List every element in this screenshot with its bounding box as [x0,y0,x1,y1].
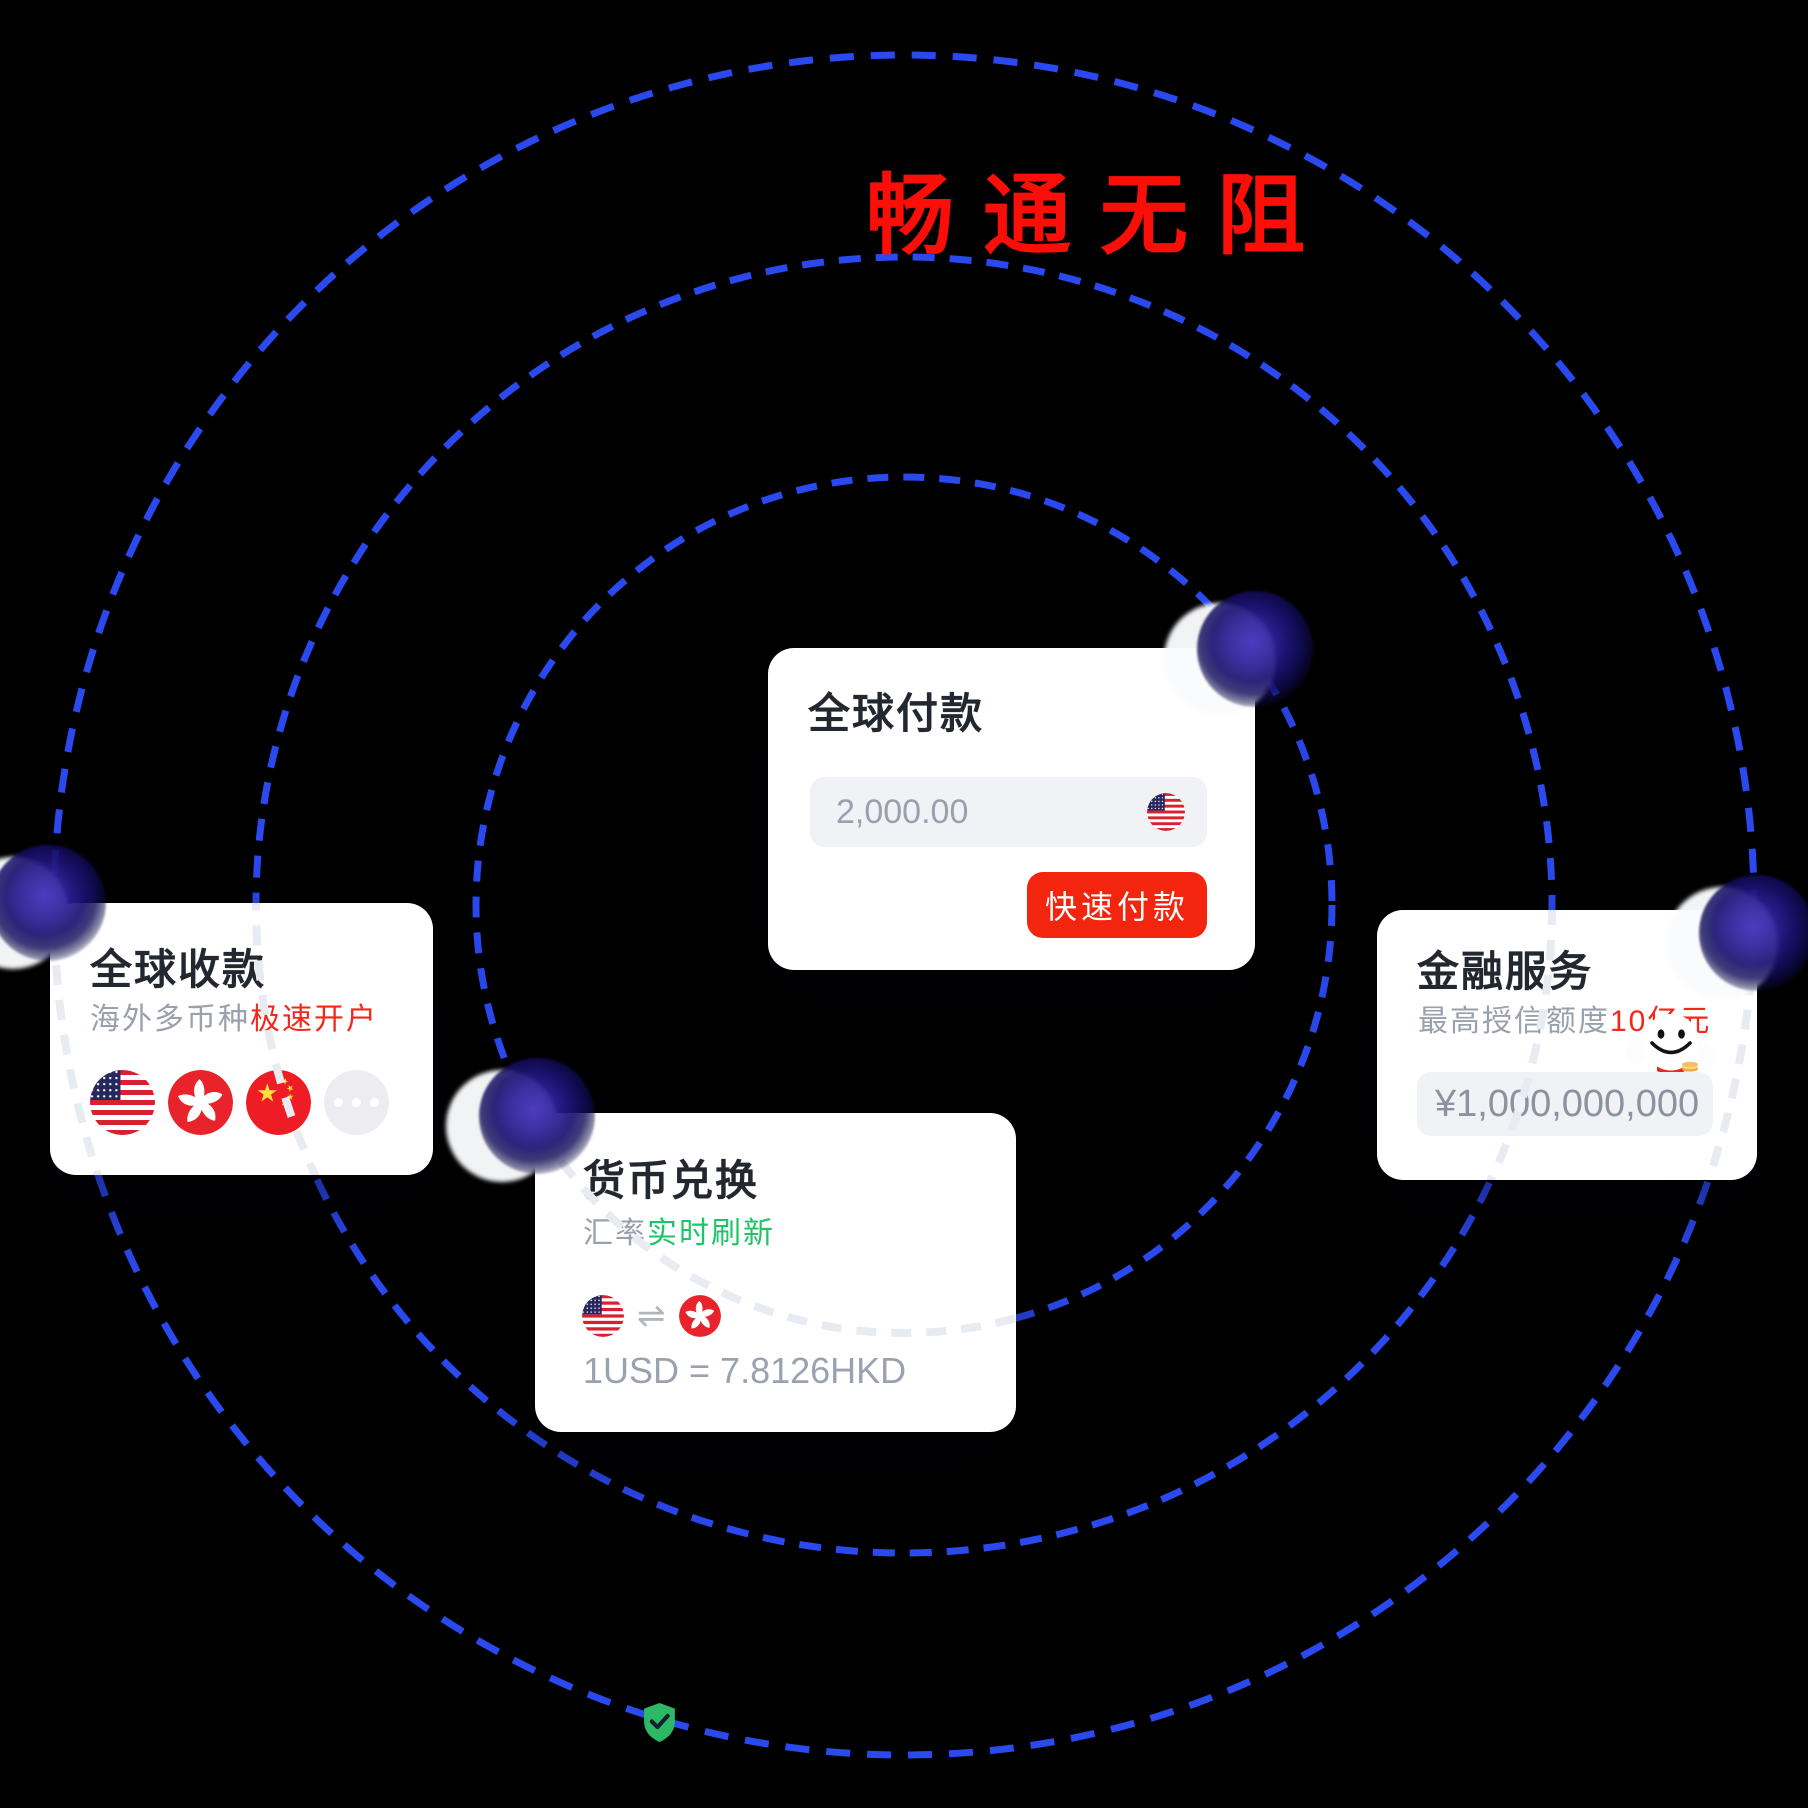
hk-flag-icon [168,1070,233,1135]
card-global-receive: 全球收款 海外多币种极速开户 [50,903,433,1175]
credit-amount-input[interactable]: ¥1,000,000,000 [1417,1072,1713,1136]
card-title: 金融服务 [1417,948,1594,995]
more-currencies-icon[interactable] [324,1070,389,1135]
subtitle-plain: 汇率 [583,1217,647,1250]
us-flag-icon [90,1070,155,1135]
exchange-rate-text: 1USD = 7.8126HKD [583,1350,907,1391]
card-subtitle: 汇率实时刷新 [583,1219,775,1249]
payment-amount-value: 2,000.00 [836,793,969,831]
card-currency-exchange: 货币兑换 汇率实时刷新 ⇌ [535,1113,1016,1432]
us-flag-icon[interactable] [1147,793,1185,831]
joy-dog-mascot-icon [1624,1014,1717,1075]
subtitle-accent: 极速开户 [250,1003,378,1036]
quick-pay-button[interactable]: 快速付款 [1027,872,1207,938]
hero-title: 畅通无阻 [866,166,1335,265]
quick-pay-label: 快速付款 [1044,889,1189,925]
subtitle-plain: 海外多币种 [90,1003,250,1036]
hk-flag-icon [678,1295,721,1337]
subtitle-plain: 最高授信额度 [1418,1005,1610,1038]
card-finance-service: 金融服务 最高授信额度10亿元 ¥1,000,000,000 [1377,910,1757,1180]
us-flag-icon [582,1295,624,1337]
subtitle-accent: 实时刷新 [647,1217,775,1250]
card-title: 货币兑换 [583,1157,760,1204]
card-subtitle: 海外多币种极速开户 [90,1005,378,1035]
card-global-payment: 全球付款 2,000.00 快速付款 [768,648,1255,970]
card-title: 全球付款 [808,690,985,737]
orbit-ring-inner [472,473,1336,1337]
swap-icon[interactable]: ⇌ [637,1297,666,1335]
credit-amount-value: ¥1,000,000,000 [1435,1083,1700,1125]
card-title: 全球收款 [90,946,267,993]
payment-amount-input[interactable]: 2,000.00 [810,777,1207,847]
shield-check-icon [644,1703,675,1742]
cn-flag-icon [246,1070,311,1135]
